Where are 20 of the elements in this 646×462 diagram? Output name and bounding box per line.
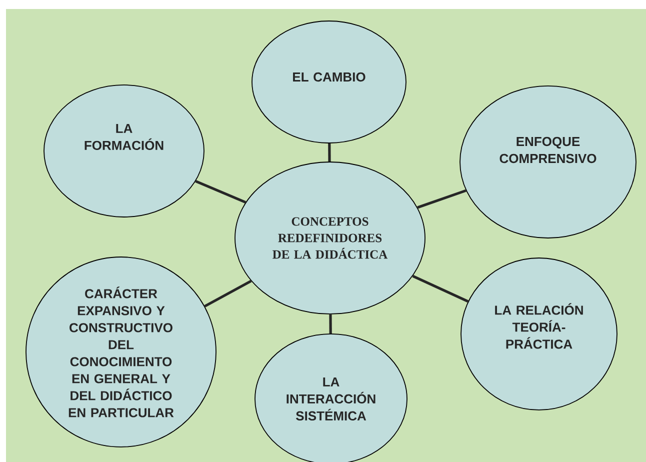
oval-node bbox=[460, 86, 636, 238]
connector-line bbox=[204, 280, 252, 308]
oval-node bbox=[252, 20, 406, 144]
connector-line bbox=[329, 314, 332, 334]
oval-node bbox=[234, 162, 426, 314]
connector-line bbox=[412, 274, 469, 303]
node-label: CARÁCTER EXPANSIVO Y CONSTRUCTIVO DEL CONOCIMIENTO EN GENERAL Y DEL DIDÁCTICO EN PARTICULAR bbox=[68, 286, 174, 418]
connector-line bbox=[328, 143, 331, 162]
node-label: CONCEPTOS REDEFINIDORES DE LA DIDÁCTICA bbox=[272, 217, 388, 259]
oval-node bbox=[254, 334, 408, 462]
oval-node bbox=[26, 256, 216, 448]
node-label: LA RELACIÓN TEORÍA-PRÁCTICA bbox=[495, 303, 583, 349]
connector-line bbox=[417, 189, 466, 209]
oval-node bbox=[460, 258, 618, 410]
node-label: ENFOQUE COMPRENSIVO bbox=[500, 136, 596, 164]
connector-line bbox=[195, 180, 246, 204]
node-label: EL CAMBIO bbox=[293, 72, 366, 82]
node-label: LA FORMACIÓN bbox=[84, 124, 164, 150]
oval-node bbox=[44, 84, 204, 218]
node-label: LA INTERACCIÓN SISTÉMICA bbox=[286, 377, 376, 421]
